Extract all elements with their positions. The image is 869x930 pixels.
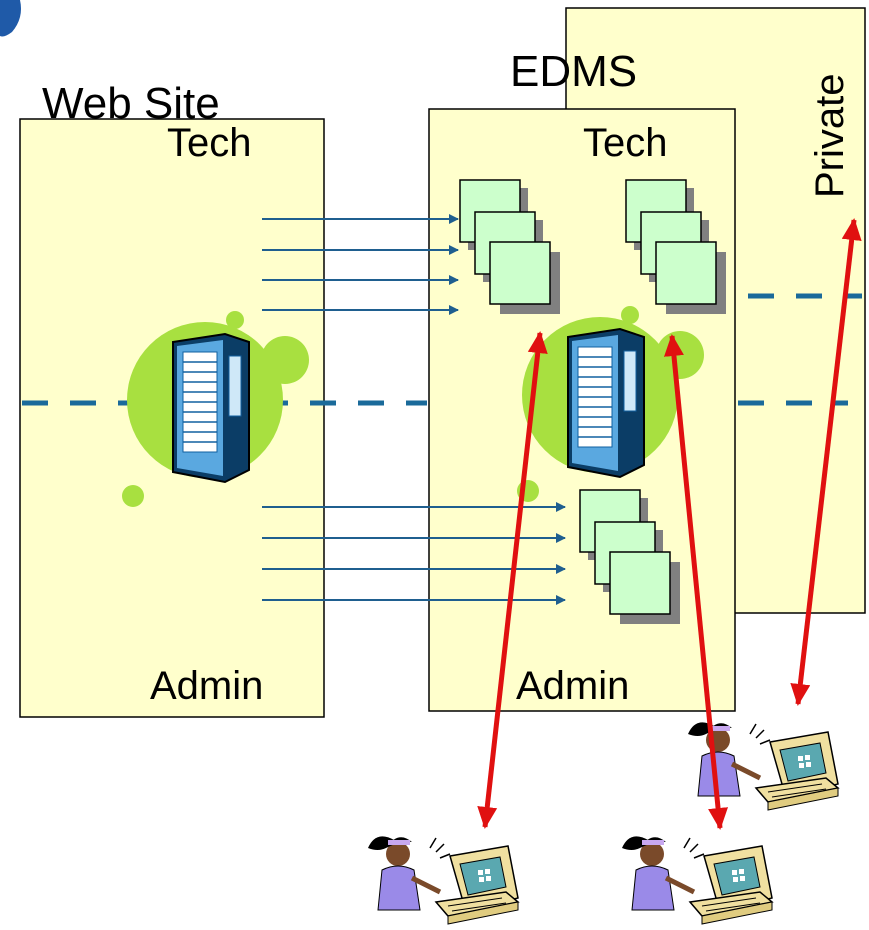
edms-admin-label: Admin: [516, 664, 630, 708]
edms-label: EDMS: [510, 47, 638, 96]
web-site-admin-label: Admin: [150, 664, 264, 708]
private-label: Private: [808, 73, 852, 199]
user-access-arrows: [477, 218, 862, 830]
corner-logo-icon: [0, 0, 21, 37]
user-at-computer-icon: [622, 836, 772, 924]
user-at-computer-icon: [368, 836, 518, 924]
web-site-tech-label: Tech: [167, 121, 252, 165]
edms-tech-label: Tech: [583, 121, 668, 165]
tech-transfer-arrows: [262, 214, 459, 315]
web-site-label: Web Site: [42, 79, 220, 128]
